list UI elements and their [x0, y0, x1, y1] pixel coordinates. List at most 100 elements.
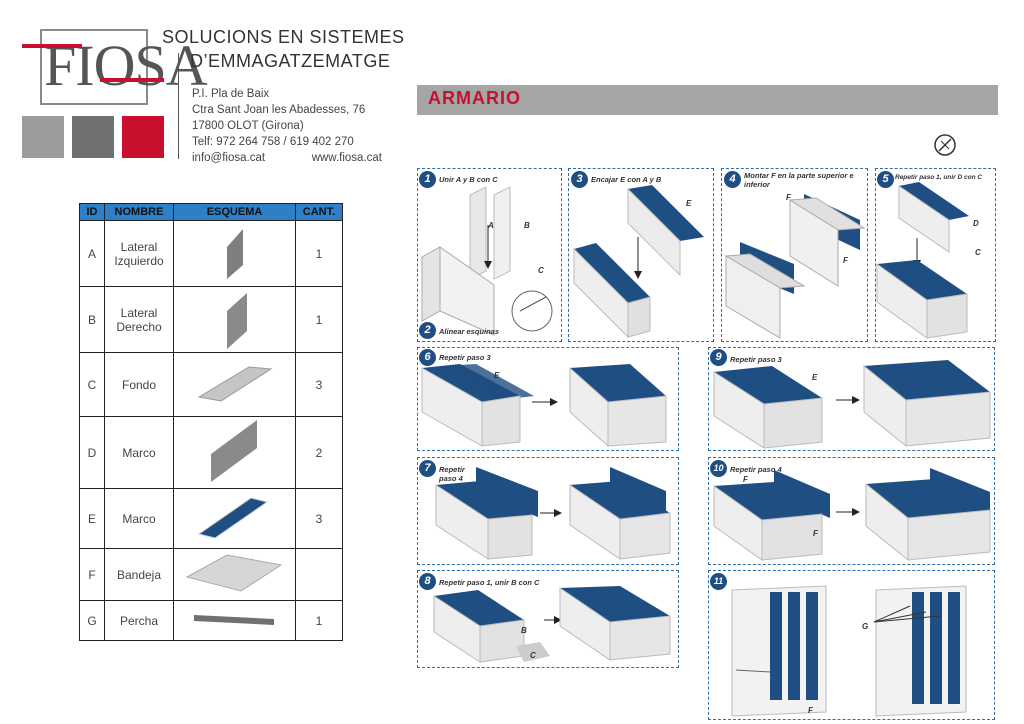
step-caption: Repetir paso 3: [730, 355, 782, 364]
step-10-illustration: [713, 468, 991, 562]
step-1-illustration: [421, 186, 553, 336]
step-badge: 4: [724, 171, 741, 188]
cell-name: Fondo: [104, 352, 174, 417]
cell-scheme: [173, 220, 296, 287]
part-label: B: [524, 221, 530, 230]
part-label: C: [530, 651, 536, 660]
phone: Telf: 972 264 758 / 619 402 270: [192, 136, 354, 148]
logo-square-dark: [72, 116, 114, 158]
table-row: E Marco 3: [79, 488, 343, 549]
back-panel-icon: [197, 366, 272, 402]
part-label: F: [843, 256, 848, 265]
step-5-illustration: [876, 182, 969, 339]
step-caption: Encajar E con A y B: [591, 175, 662, 184]
step-caption: Repetir paso 3: [439, 353, 491, 362]
step-8-panel: [417, 570, 679, 668]
tagline-line1: SOLUCIONS EN SISTEMES: [162, 27, 405, 47]
logo-square-gray: [22, 116, 64, 158]
email-link[interactable]: info@fiosa.cat: [192, 152, 266, 164]
step-badge: 5: [877, 171, 894, 188]
cell-scheme: [173, 416, 296, 489]
part-label: E: [812, 373, 818, 382]
step-1-panel: [417, 168, 562, 342]
company-address: P.I. Pla de Baix Ctra Sant Joan les Abad…: [192, 86, 382, 166]
step-badge: 9: [710, 349, 727, 366]
no-tools-icon: [934, 134, 956, 156]
table-row: B Lateral Derecho 1: [79, 286, 343, 353]
step-11-panel: [708, 570, 995, 720]
part-label: C: [538, 266, 544, 275]
cell-scheme: [173, 286, 296, 353]
cell-qty: 2: [295, 416, 343, 489]
cell-qty: 1: [295, 286, 343, 353]
top-frame-icon: [197, 497, 268, 539]
part-label: F: [786, 193, 791, 202]
step-caption: Montar F en la parte superior e inferior: [744, 171, 854, 189]
cell-id: F: [79, 548, 105, 601]
company-tagline: SOLUCIONS EN SISTEMES D’EMMAGATZEMATGE: [162, 25, 405, 73]
cell-scheme: [173, 548, 296, 601]
cell-qty: 3: [295, 488, 343, 549]
panel-icon: [226, 229, 243, 279]
part-label: F: [743, 475, 748, 484]
step-8-illustration: [433, 586, 671, 663]
part-label: F: [808, 706, 813, 715]
table-row: D Marco 2: [79, 416, 343, 489]
step-caption: Repetir paso 4: [439, 465, 465, 483]
part-label: C: [975, 248, 981, 257]
part-label: E: [494, 371, 500, 380]
step-caption: Repetir paso 1, unir D con C: [895, 174, 983, 181]
step-badge: 7: [419, 460, 436, 477]
step-4-panel: [721, 168, 868, 342]
step-4-illustration: [724, 194, 866, 339]
step-caption: Unir A y B con C: [439, 175, 498, 184]
address-line: 17800 OLOT (Girona): [192, 120, 304, 132]
frame-icon: [210, 420, 257, 482]
part-label: F: [813, 529, 818, 538]
cell-qty: 1: [295, 220, 343, 287]
step-9-illustration: [713, 360, 991, 449]
table-row: C Fondo 3: [79, 352, 343, 417]
logo-frame: [40, 29, 148, 105]
cell-qty: [295, 548, 343, 601]
logo-accent-bar: [22, 44, 82, 48]
step-11-illustration: [731, 585, 967, 717]
step-6-panel: [417, 347, 679, 451]
cell-name: Bandeja: [104, 548, 174, 601]
cell-id: D: [79, 416, 105, 489]
step-badge: 11: [710, 573, 727, 590]
web-link[interactable]: www.fiosa.cat: [311, 152, 382, 164]
part-label: E: [686, 199, 692, 208]
step-10-panel: [708, 457, 995, 565]
step-7-panel: [417, 457, 679, 565]
step-badge: 8: [419, 573, 436, 590]
table-row: F Bandeja: [79, 548, 343, 601]
cell-name: Lateral Derecho: [104, 286, 174, 353]
cell-id: E: [79, 488, 105, 549]
step-caption: Repetir paso 4: [730, 465, 782, 474]
step-caption: Alinear esquinas: [439, 327, 500, 336]
logo-square-red: [122, 116, 164, 158]
cell-scheme: [173, 488, 296, 549]
hanger-rod-icon: [193, 615, 274, 625]
table-row: A Lateral Izquierdo 1: [79, 220, 343, 287]
cell-name: Marco: [104, 488, 174, 549]
address-line: P.I. Pla de Baix: [192, 88, 270, 100]
part-label: G: [862, 622, 869, 631]
title-band: [417, 85, 998, 115]
step-badge: 2: [419, 322, 436, 339]
col-cant: CANT.: [295, 203, 343, 221]
step-badge: 10: [710, 460, 727, 477]
parts-table: ID NOMBRE ESQUEMA CANT. A Lateral Izquie…: [79, 203, 343, 641]
tagline-line2: D’EMMAGATZEMATGE: [190, 51, 391, 71]
step-caption: Repetir paso 1, unir B con C: [439, 578, 540, 587]
cell-name: Lateral Izquierdo: [104, 220, 174, 287]
address-line: Ctra Sant Joan les Abadesses, 76: [192, 104, 366, 116]
cell-scheme: [173, 600, 296, 641]
cell-id: A: [79, 220, 105, 287]
logo-accent-bar: [100, 78, 164, 82]
step-badge: 6: [419, 349, 436, 366]
divider: [178, 53, 179, 159]
cell-name: Marco: [104, 416, 174, 489]
page-title: ARMARIO: [428, 88, 521, 108]
